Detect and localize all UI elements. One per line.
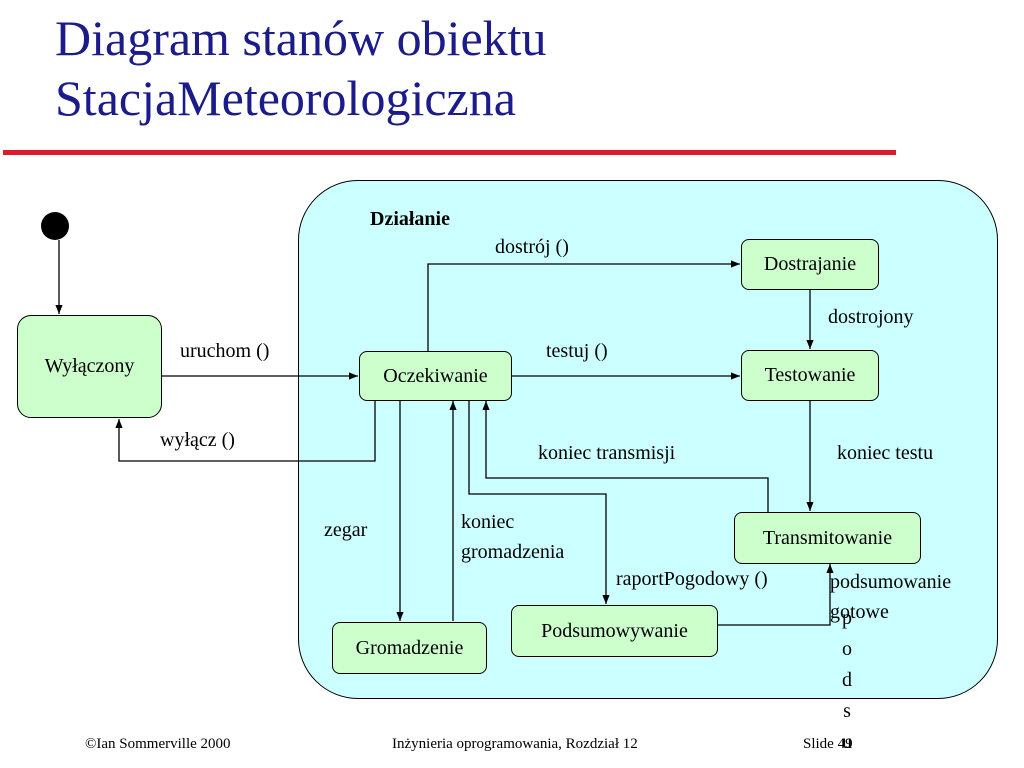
footer-slide-number: Slide 49 xyxy=(803,736,853,752)
state-dostrajanie[interactable]: Dostrajanie xyxy=(741,239,879,290)
overflow-vertical-text: p o d s u xyxy=(840,603,854,758)
label-gromadzenia: gromadzenia xyxy=(461,541,565,563)
slide-title-line2: StacjaMeteorologiczna xyxy=(55,70,516,126)
state-gromadzenie-label: Gromadzenie xyxy=(355,636,464,659)
state-podsumowywanie-label: Podsumowywanie xyxy=(541,619,688,642)
arrow-podsumowanie-gotowe xyxy=(718,564,834,626)
label-zegar: zegar xyxy=(324,519,368,541)
initial-state-dot xyxy=(41,212,69,240)
label-testuj: testuj () xyxy=(546,340,608,362)
label-podsumowanie: podsumowanie xyxy=(830,571,952,593)
state-transmitowanie[interactable]: Transmitowanie xyxy=(734,512,921,564)
slide-title: Diagram stanów obiektu StacjaMeteorologi… xyxy=(55,8,547,128)
label-gotowe: gotowe xyxy=(830,601,889,623)
label-koniec-transmisji: koniec transmisji xyxy=(538,442,676,464)
overflow-char: s xyxy=(843,700,851,722)
state-transmitowanie-label: Transmitowanie xyxy=(762,526,893,549)
state-oczekiwanie[interactable]: Oczekiwanie xyxy=(359,351,512,401)
overflow-char: p xyxy=(842,607,852,629)
state-testowanie-label: Testowanie xyxy=(764,364,856,386)
footer-course: Inżynieria oprogramowania, Rozdział 12 xyxy=(392,736,638,752)
overflow-char: d xyxy=(842,669,852,691)
label-dostroj: dostrój () xyxy=(495,236,569,258)
arrow-wylacz xyxy=(115,400,376,462)
arrow-koniec-transmisji xyxy=(482,401,769,512)
state-wylaczony-label: Wyłączony xyxy=(44,355,135,377)
label-uruchom: uruchom () xyxy=(180,340,270,362)
label-raport-pogodowy: raportPogodowy () xyxy=(616,568,768,590)
overflow-char: u xyxy=(842,731,852,753)
state-dostrajanie-label: Dostrajanie xyxy=(763,253,857,275)
overflow-char: o xyxy=(842,638,852,660)
arrow-raport-pogodowy xyxy=(468,401,610,604)
composite-state-label: Działanie xyxy=(370,208,450,230)
label-koniec-testu: koniec testu xyxy=(837,442,934,464)
label-dostrojony: dostrojony xyxy=(828,306,914,328)
label-wylacz: wyłącz () xyxy=(160,429,235,451)
title-underline xyxy=(3,150,896,155)
arrow-dostroj xyxy=(427,260,740,351)
state-podsumowywanie[interactable]: Podsumowywanie xyxy=(511,605,718,657)
state-testowanie[interactable]: Testowanie xyxy=(741,350,879,401)
state-gromadzenie[interactable]: Gromadzenie xyxy=(332,622,487,674)
state-oczekiwanie-label: Oczekiwanie xyxy=(383,364,488,387)
label-koniec: koniec xyxy=(461,511,515,533)
slide-title-line1: Diagram stanów obiektu xyxy=(55,10,547,66)
state-wylaczony[interactable]: Wyłączony xyxy=(17,315,162,418)
footer-copyright: ©Ian Sommerville 2000 xyxy=(85,736,231,752)
